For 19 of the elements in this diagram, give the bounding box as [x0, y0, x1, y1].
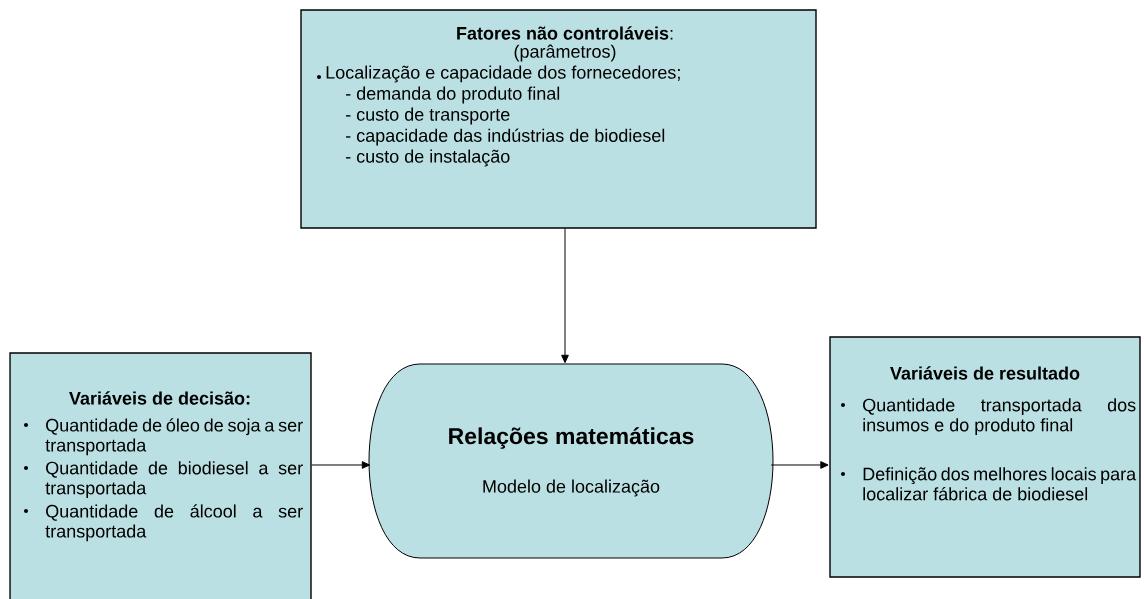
bullet-item: Quantidade de óleo de soja a ser transportada: [24, 418, 303, 456]
heading: Variáveis de resultado: [890, 366, 1080, 380]
text-line: Fatores não controláveis:: [457, 26, 673, 40]
text-line: - capacidade das indústrias de biodiesel: [346, 128, 665, 146]
arrow: [311, 461, 371, 469]
bullet-item: Localização e capacidade dos fornecedores;: [317, 65, 680, 83]
text-line: Modelo de localização: [483, 479, 660, 497]
heading: Variáveis de decisão:: [69, 391, 250, 405]
arrow: [561, 228, 569, 364]
arrow: [770, 461, 829, 469]
heading: Relações matemáticas: [449, 427, 694, 449]
text-line: (parâmetros): [514, 44, 616, 62]
bullet-item: Quantidade de biodiesel a ser transportada: [24, 461, 303, 498]
text-line: - custo de transporte: [346, 107, 510, 125]
bullet-item: Definição dos melhores locais para localizar fábrica de biodiesel: [841, 467, 1137, 501]
bullet-item: Quantidade transportada dos insumos e do produto final: [841, 398, 1136, 435]
text-line: - custo de instalação: [346, 149, 510, 167]
text-line: - demanda do produto final: [346, 86, 560, 104]
bullet-item: Quantidade de álcool a ser transportada: [24, 504, 303, 542]
